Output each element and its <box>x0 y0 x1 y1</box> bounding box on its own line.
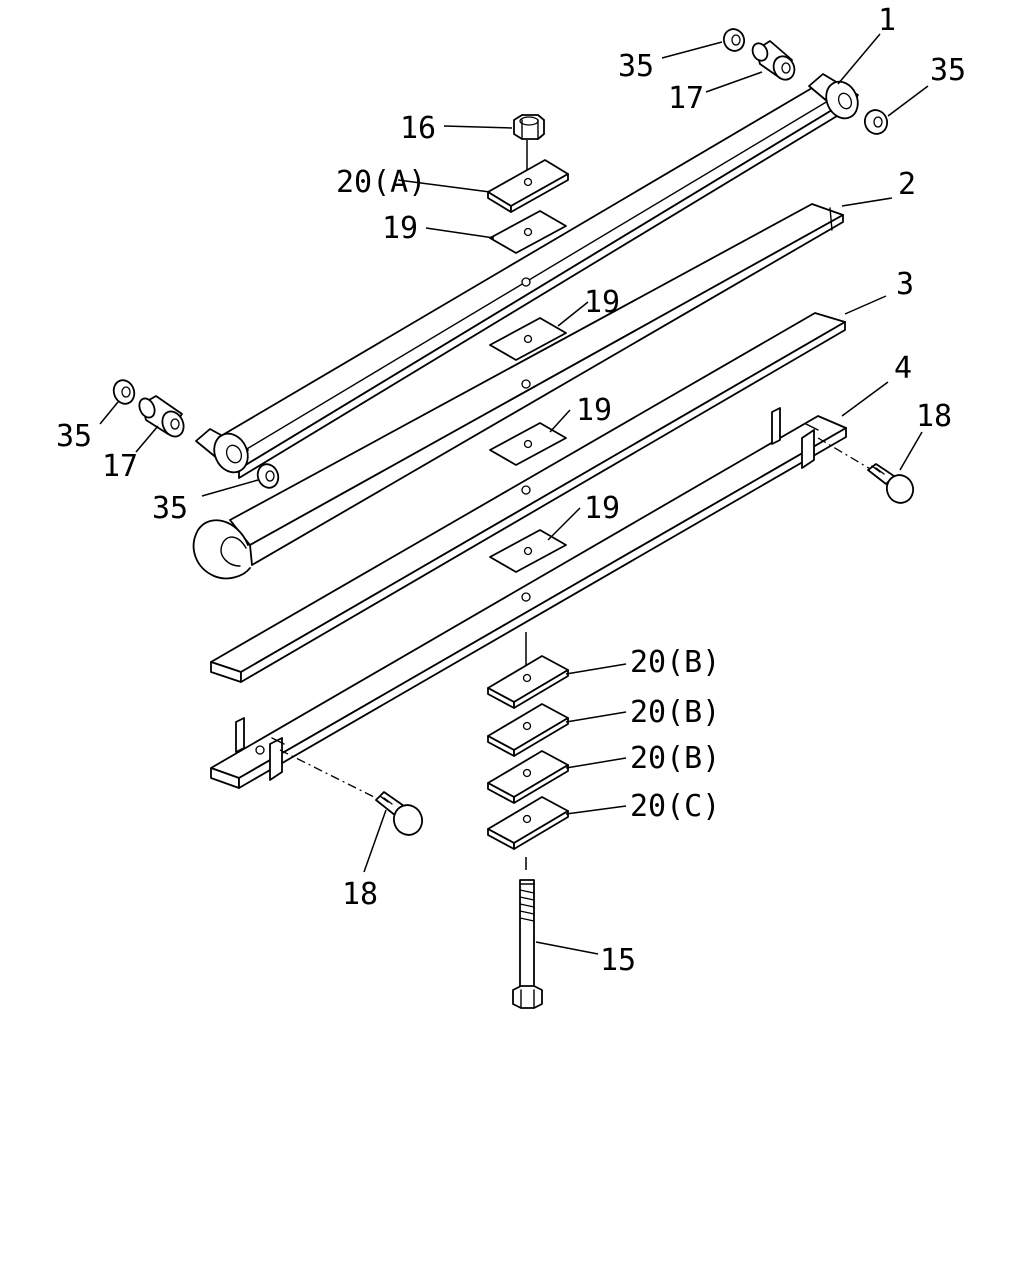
leaf-2 <box>192 203 844 580</box>
label-part-19-c: 19 <box>584 491 620 526</box>
spacer-20b-3 <box>487 750 569 804</box>
spacer-20a <box>487 159 569 213</box>
leaf-4-left-clip <box>235 717 285 781</box>
leaf-2-left-eye <box>192 519 251 580</box>
center-bolt-15 <box>512 879 543 1009</box>
leaf-1-left-eye <box>195 428 249 474</box>
leaf-4-right-clip <box>771 407 819 469</box>
label-part-35-top-right: 35 <box>930 53 966 88</box>
leaf-3 <box>210 312 846 683</box>
bolt-18-right <box>817 437 915 504</box>
pad-19-top <box>489 210 567 254</box>
washer-35-lower <box>256 463 280 489</box>
spacer-20b-1 <box>487 655 569 709</box>
leaf-1-right-eye <box>808 73 859 120</box>
label-part-15: 15 <box>600 943 636 978</box>
label-part-18-left: 18 <box>342 877 378 912</box>
label-part-19-a: 19 <box>584 285 620 320</box>
label-part-20b-3: 20(B) <box>630 741 720 776</box>
bolt-18-left <box>279 749 424 836</box>
label-part-1: 1 <box>878 3 896 38</box>
spacer-20c <box>487 796 569 850</box>
label-part-19-b: 19 <box>576 393 612 428</box>
label-part-17-left: 17 <box>102 449 138 484</box>
label-part-35-top-left: 35 <box>618 49 654 84</box>
washer-35-top-left <box>722 28 746 52</box>
spacer-20b-2 <box>487 703 569 757</box>
label-part-20a: 20(A) <box>336 165 426 200</box>
label-part-18-right: 18 <box>916 399 952 434</box>
label-part-17-top: 17 <box>668 81 704 116</box>
nut-16 <box>513 114 545 175</box>
label-part-20b-2: 20(B) <box>630 695 720 730</box>
label-part-2: 2 <box>898 167 916 202</box>
leader-lines <box>99 33 929 955</box>
label-part-19-top: 19 <box>382 211 418 246</box>
label-part-20c: 20(C) <box>630 789 720 824</box>
main-leaf-1 <box>195 73 859 479</box>
bushing-17-left <box>138 395 185 438</box>
pad-19-c <box>489 529 567 573</box>
label-part-20b-1: 20(B) <box>630 645 720 680</box>
label-part-16: 16 <box>400 111 436 146</box>
label-part-35-left: 35 <box>56 419 92 454</box>
bushing-17-top <box>751 40 796 81</box>
label-part-3: 3 <box>896 267 914 302</box>
washer-35-left <box>112 379 136 405</box>
leaf-4 <box>210 407 847 789</box>
pad-19-a <box>489 317 567 361</box>
label-part-4: 4 <box>894 351 912 386</box>
washer-35-top-right <box>863 109 889 135</box>
label-part-35-lower: 35 <box>152 491 188 526</box>
pad-19-b <box>489 422 567 466</box>
